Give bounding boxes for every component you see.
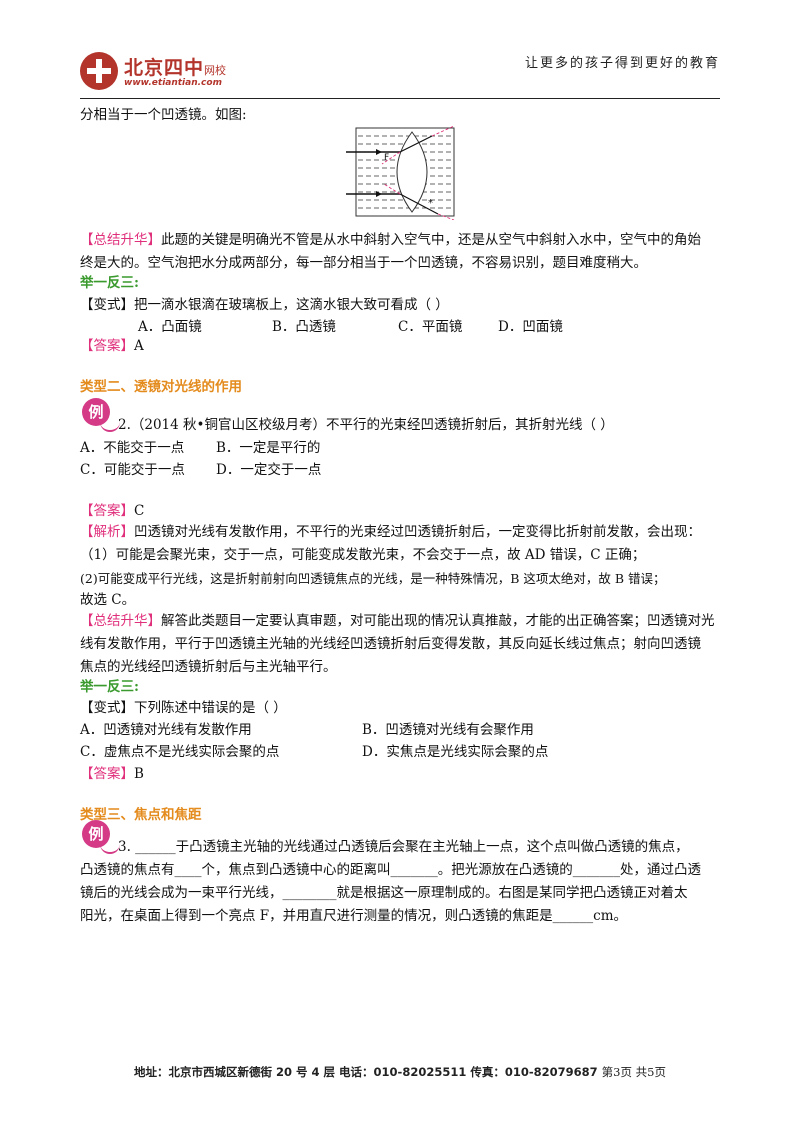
practice-1-option-c: C．平面镜 — [398, 319, 463, 335]
header-divider — [80, 98, 720, 99]
section-2-analysis-line-1: 【解析】凹透镜对光线有发散作用，不平行的光束经过凹透镜折射后，一定变得比折射前发… — [80, 524, 701, 540]
section-2-option-d: D．一定交于一点 — [216, 462, 322, 478]
practice-1-option-a: A．凸面镜 — [138, 319, 202, 335]
section-3-title: 类型三、焦点和焦距 — [80, 807, 202, 823]
air-bubble-lens-diagram: F * — [346, 125, 455, 220]
footer-address: 地址：北京市西城区新德街 20 号 4 层 电话：010-82025511 传真… — [134, 1065, 598, 1079]
section-3-line-3: 镜后的光线会成为一束平行光线，________就是根据这一原理制成的。右图是某同… — [80, 885, 688, 901]
section-2-analysis-line-3: (2)可能变成平行光线，这是折射前射向凹透镜焦点的光线，是一种特殊情况，B 这项… — [80, 571, 666, 586]
svg-text:*: * — [428, 198, 433, 209]
example-badge: 例 — [82, 820, 120, 854]
logo-url: www.etiantian.com — [124, 78, 222, 88]
practice-2-option-a: A．凹透镜对光线有发散作用 — [80, 722, 252, 738]
intro-line: 分相当于一个凹透镜。如图: — [80, 107, 247, 123]
summary-1-line-1: 【总结升华】此题的关键是明确光不管是从水中斜射入空气中，还是从空气中斜射入水中，… — [80, 232, 701, 248]
logo-name: 北京四中网校 — [124, 57, 227, 79]
section-3-line-2: 凸透镜的焦点有____个，焦点到凸透镜中心的距离叫_______。把光源放在凸透… — [80, 862, 701, 878]
section-2-summary-line-2: 线有发散作用，平行于凹透镜主光轴的光线经凹透镜折射后变得发散，其反向延长线过焦点… — [80, 636, 701, 652]
logo-emblem-icon — [80, 52, 118, 90]
svg-text:F: F — [384, 153, 389, 163]
section-2-analysis-line-4: 故选 C。 — [80, 592, 136, 608]
section-2-summary-line-1: 【总结升华】解答此类题目一定要认真审题，对可能出现的情况认真推敲，才能的出正确答… — [80, 613, 715, 629]
section-2-title: 类型二、透镜对光线的作用 — [80, 379, 242, 395]
practice-1-option-b: B．凸透镜 — [272, 319, 336, 335]
site-logo[interactable]: 北京四中网校 www.etiantian.com — [80, 52, 280, 98]
practice-1-answer: 【答案】A — [80, 338, 144, 354]
practice-2-option-d: D．实焦点是光线实际会聚的点 — [362, 744, 549, 760]
example-badge: 例 — [82, 398, 120, 432]
section-3-line-4: 阳光，在桌面上得到一个亮点 F，并用直尺进行测量的情况，则凸透镜的焦距是____… — [80, 908, 628, 924]
practice-2-question: 【变式】下列陈述中错误的是（ ） — [80, 700, 287, 716]
page-footer: 地址：北京市西城区新德街 20 号 4 层 电话：010-82025511 传真… — [0, 1064, 800, 1080]
section-2-analysis-line-2: （1）可能是会聚光束，交于一点，可能变成发散光束，不会交于一点，故 AD 错误，… — [80, 547, 646, 563]
practice-2-answer: 【答案】B — [80, 766, 144, 782]
summary-tag: 【总结升华】 — [80, 232, 161, 248]
section-2-option-a: A．不能交于一点 — [80, 440, 185, 456]
section-2-option-c: C．可能交于一点 — [80, 462, 185, 478]
header-slogan: 让更多的孩子得到更好的教育 — [524, 56, 720, 71]
practice-1-option-d: D．凹面镜 — [498, 319, 563, 335]
logo-suffix: 网校 — [204, 64, 227, 77]
section-2-option-b: B．一定是平行的 — [216, 440, 321, 456]
practice-1-heading: 举一反三: — [80, 275, 139, 291]
practice-2-heading: 举一反三: — [80, 679, 139, 695]
practice-1-question: 【变式】把一滴水银滴在玻璃板上，这滴水银大致可看成（ ） — [80, 297, 449, 313]
summary-1-line-2: 终是大的。空气泡把水分成两部分，每一部分相当于一个凹透镜，不容易识别，题目难度稍… — [80, 255, 647, 271]
section-2-summary-line-3: 焦点的光线经凹透镜折射后与主光轴平行。 — [80, 659, 337, 675]
practice-2-option-b: B．凹透镜对光线有会聚作用 — [362, 722, 534, 738]
section-2-question: 2.（2014 秋•铜官山区校级月考）不平行的光束经凹透镜折射后，其折射光线（ … — [118, 417, 614, 433]
footer-page-number: 第3页 共5页 — [601, 1065, 666, 1079]
practice-2-option-c: C．虚焦点不是光线实际会聚的点 — [80, 744, 280, 760]
section-3-line-1: 3. ______于凸透镜主光轴的光线通过凸透镜后会聚在主光轴上一点，这个点叫做… — [118, 839, 689, 855]
section-2-answer: 【答案】C — [80, 503, 145, 519]
